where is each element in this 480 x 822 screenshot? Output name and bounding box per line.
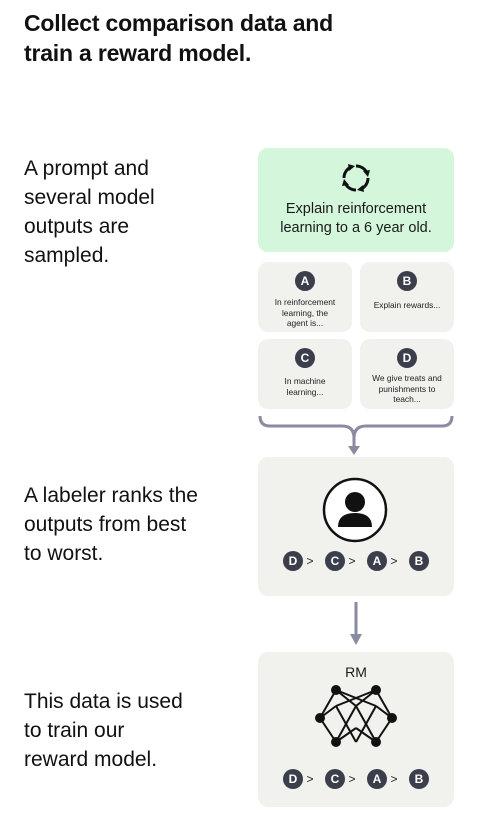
output-line: teach... xyxy=(393,394,421,404)
rank-separator: > xyxy=(306,772,314,786)
step-2-line: outputs from best xyxy=(24,513,187,536)
output-text: Explain rewards... xyxy=(364,300,450,311)
ranking-row: D > C > A > B xyxy=(283,550,429,572)
page-title: Collect comparison data and train a rewa… xyxy=(24,8,464,68)
rank-separator: > xyxy=(390,772,398,786)
step-1-description: A prompt and several model outputs are s… xyxy=(24,154,244,270)
step-3-description: This data is used to train our reward mo… xyxy=(24,687,244,774)
output-line: In machine xyxy=(284,376,326,386)
down-arrow xyxy=(350,602,362,645)
prompt-text: Explain reinforcement learning to a 6 ye… xyxy=(266,200,446,238)
step-2-line: A labeler ranks the xyxy=(24,484,198,507)
output-card-b: B Explain rewards... xyxy=(360,262,454,332)
output-text: In machine learning... xyxy=(262,376,348,397)
ranking-row: D > C > A > B xyxy=(283,768,429,790)
output-card-a: A In reinforcement learning, the agent i… xyxy=(258,262,352,332)
rank-separator: > xyxy=(306,554,314,568)
step-1-line: outputs are xyxy=(24,215,130,238)
output-line: Explain rewards... xyxy=(373,300,441,310)
rank-separator: > xyxy=(348,772,356,786)
title-line-1: Collect comparison data and xyxy=(24,10,333,36)
output-line: learning, the xyxy=(281,307,329,318)
rank-badge: B xyxy=(409,769,429,789)
step-2-description: A labeler ranks the outputs from best to… xyxy=(24,481,244,568)
step-1-line: A prompt and xyxy=(24,157,149,180)
rank-separator: > xyxy=(390,554,398,568)
output-line: agent is... xyxy=(286,318,324,328)
output-badge: D xyxy=(397,348,417,368)
rank-badge: D xyxy=(283,551,303,571)
output-line: We give treats and xyxy=(372,373,442,383)
step-3-line: This data is used xyxy=(24,690,183,713)
output-badge: A xyxy=(295,271,315,291)
output-line: learning... xyxy=(286,386,324,397)
neural-network-icon xyxy=(315,685,397,747)
refresh-cycle-icon xyxy=(342,164,370,192)
rank-badge: D xyxy=(283,769,303,789)
prompt-card: Explain reinforcement learning to a 6 ye… xyxy=(258,148,454,252)
rank-badge: C xyxy=(325,551,345,571)
step-3-line: reward model. xyxy=(24,748,158,771)
output-badge: C xyxy=(295,348,315,368)
rm-label: RM xyxy=(345,664,367,680)
rank-badge: A xyxy=(367,769,387,789)
output-line: punishments to xyxy=(378,383,436,394)
step-1-line: sampled. xyxy=(24,244,110,267)
output-line: In reinforcement xyxy=(274,297,336,307)
output-card-d: D We give treats and punishments to teac… xyxy=(360,339,454,409)
output-card-c: C In machine learning... xyxy=(258,339,352,409)
labeler-card: D > C > A > B xyxy=(258,457,454,596)
step-2-line: to worst. xyxy=(24,542,104,565)
prompt-line: Explain reinforcement xyxy=(285,201,427,217)
rank-separator: > xyxy=(348,554,356,568)
rank-badge: A xyxy=(367,551,387,571)
step-1-line: several model xyxy=(24,186,155,209)
step-3-line: to train our xyxy=(24,719,125,742)
title-line-2: train a reward model. xyxy=(24,40,252,66)
person-icon xyxy=(322,477,388,543)
output-text: In reinforcement learning, the agent is.… xyxy=(262,297,348,329)
output-text: We give treats and punishments to teach.… xyxy=(364,373,450,405)
rank-badge: B xyxy=(409,551,429,571)
brace-connector xyxy=(258,415,454,455)
reward-model-card: RM D > xyxy=(258,652,454,807)
output-badge: B xyxy=(397,271,417,291)
rank-badge: C xyxy=(325,769,345,789)
prompt-line: learning to a 6 year old. xyxy=(280,220,432,236)
